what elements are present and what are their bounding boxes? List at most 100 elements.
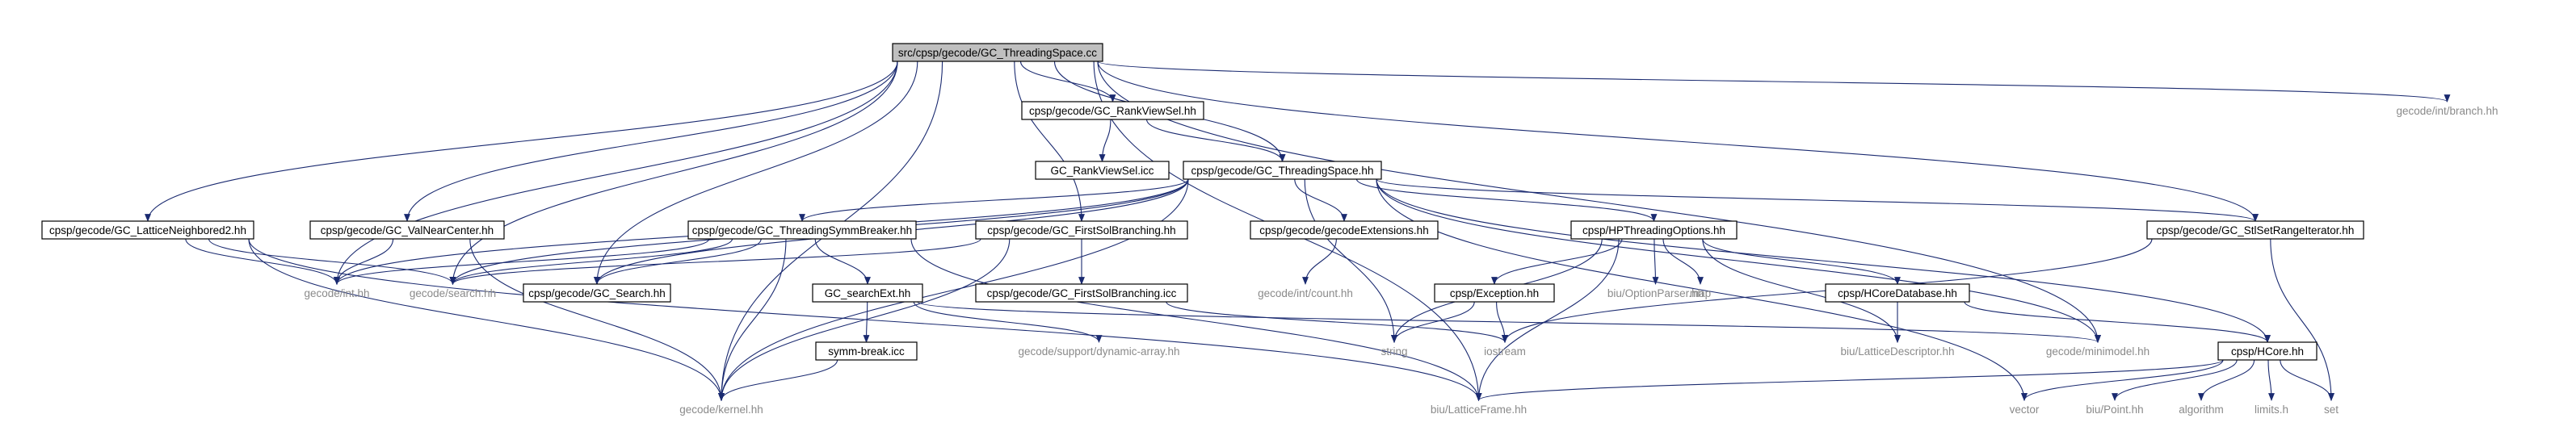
node-box bbox=[523, 283, 671, 303]
node-label: string bbox=[1380, 345, 1407, 358]
node-hpthreadingoptions[interactable]: cpsp/HPThreadingOptions.hh bbox=[1570, 220, 1738, 240]
edge-threadingspacehh-to-hcore bbox=[1376, 178, 2271, 343]
edge-symmbreakicc-to-kernel bbox=[718, 359, 838, 401]
edge-valnearcenter-to-kernel bbox=[469, 238, 725, 401]
edge-root-to-firstsolbranchinghh bbox=[1014, 61, 1085, 222]
node-box bbox=[975, 283, 1188, 303]
node-point: biu/Point.hh bbox=[2086, 404, 2143, 416]
node-threadingsymmbreaker[interactable]: cpsp/gecode/GC_ThreadingSymmBreaker.hh bbox=[687, 220, 917, 240]
node-hcoredatabase[interactable]: cpsp/HCoreDatabase.hh bbox=[1825, 283, 1970, 303]
edge-root-to-rankviewsel bbox=[1019, 61, 1116, 102]
node-box bbox=[892, 43, 1103, 62]
node-kernel: gecode/kernel.hh bbox=[679, 404, 763, 416]
node-label: cpsp/HCoreDatabase.hh bbox=[1838, 287, 1957, 299]
node-box bbox=[1035, 161, 1170, 180]
node-label: gecode/minimodel.hh bbox=[2046, 345, 2149, 358]
edge-hcore-to-limits bbox=[2267, 359, 2275, 401]
edge-searchext-to-minimodel bbox=[917, 301, 2101, 343]
node-label: vector bbox=[2010, 404, 2040, 416]
node-box bbox=[2146, 220, 2364, 240]
node-label: gecode/support/dynamic-array.hh bbox=[1018, 345, 1179, 358]
node-label: limits.h bbox=[2255, 404, 2288, 416]
node-label: gecode/kernel.hh bbox=[679, 404, 763, 416]
node-latticedescriptor: biu/LatticeDescriptor.hh bbox=[1840, 345, 1954, 358]
node-label: biu/LatticeFrame.hh bbox=[1431, 404, 1527, 416]
edge-hcore-to-point bbox=[2112, 359, 2238, 401]
node-box bbox=[1183, 161, 1382, 180]
node-symmbreakicc[interactable]: symm-break.icc bbox=[815, 341, 918, 361]
node-box bbox=[975, 220, 1188, 240]
node-label: cpsp/HCore.hh bbox=[2231, 345, 2304, 358]
edge-root-to-gecodesearch bbox=[449, 61, 898, 285]
node-label: cpsp/gecode/GC_ValNearCenter.hh bbox=[321, 224, 494, 236]
node-firstsolbranchinghh[interactable]: cpsp/gecode/GC_FirstSolBranching.hh bbox=[975, 220, 1188, 240]
node-searchext[interactable]: GC_searchExt.hh bbox=[812, 283, 923, 303]
edge-firstsolbranchinghh-to-kernel bbox=[718, 238, 1011, 401]
node-valnearcenter[interactable]: cpsp/gecode/GC_ValNearCenter.hh bbox=[309, 220, 505, 240]
node-label: iostream bbox=[1484, 345, 1526, 358]
node-label: cpsp/gecode/GC_StlSetRangeIterator.hh bbox=[2157, 224, 2355, 236]
node-box bbox=[2217, 341, 2318, 361]
edge-latticeneighbored2-to-gecodeint bbox=[185, 238, 340, 285]
edge-threadingsymmbreaker-to-gecodeint bbox=[334, 238, 710, 285]
node-gecodesearch: gecode/search.hh bbox=[410, 287, 496, 299]
edge-threadingsymmbreaker-to-latticeframe bbox=[910, 238, 1482, 401]
edge-threadingsymmbreaker-to-searchext bbox=[814, 238, 871, 285]
edge-root-to-latticeneighbored2 bbox=[145, 61, 898, 222]
edge-root-to-gecodeint bbox=[334, 61, 898, 285]
node-label: cpsp/gecode/GC_ThreadingSymmBreaker.hh bbox=[692, 224, 912, 236]
node-label: gecode/search.hh bbox=[410, 287, 496, 299]
edge-gecodeextensions-to-intcount bbox=[1302, 238, 1337, 285]
node-latticeneighbored2[interactable]: cpsp/gecode/GC_LatticeNeighbored2.hh bbox=[41, 220, 254, 240]
node-label: map bbox=[1690, 287, 1711, 299]
node-string: string bbox=[1380, 345, 1407, 358]
node-map: map bbox=[1690, 287, 1711, 299]
edge-firstsolbranchinghh-to-gecodesearch bbox=[449, 238, 981, 285]
edge-threadingsymmbreaker-to-kernel bbox=[718, 238, 787, 401]
node-label: cpsp/HPThreadingOptions.hh bbox=[1582, 224, 1725, 236]
node-label: symm-break.icc bbox=[828, 345, 905, 358]
node-optionparser: biu/OptionParser.hh bbox=[1607, 287, 1704, 299]
node-label: gecode/int/branch.hh bbox=[2396, 105, 2498, 117]
edge-threadingsymmbreaker-to-gecodesearch bbox=[449, 238, 733, 285]
edge-hpthreadingoptions-to-optionparser bbox=[1652, 238, 1659, 285]
edge-hcore-to-vector bbox=[2021, 359, 2224, 401]
node-gcsearch[interactable]: cpsp/gecode/GC_Search.hh bbox=[523, 283, 671, 303]
node-label: cpsp/gecode/GC_ThreadingSpace.hh bbox=[1191, 165, 1374, 177]
node-rankviewsel[interactable]: cpsp/gecode/GC_RankViewSel.hh bbox=[1021, 101, 1204, 120]
node-minimodel: gecode/minimodel.hh bbox=[2046, 345, 2149, 358]
node-box bbox=[1434, 283, 1555, 303]
node-set: set bbox=[2324, 404, 2339, 416]
edge-hpthreadingoptions-to-latticedescriptor bbox=[1702, 238, 1901, 343]
node-box bbox=[812, 283, 923, 303]
edge-rankviewsel-to-rankviewselicc bbox=[1099, 119, 1112, 162]
edge-stlsetrangeiterator-to-set bbox=[2270, 238, 2334, 401]
node-gecodeextensions[interactable]: cpsp/gecode/gecodeExtensions.hh bbox=[1250, 220, 1439, 240]
node-label: gecode/int.hh bbox=[304, 287, 369, 299]
node-box bbox=[1570, 220, 1738, 240]
node-label: src/cpsp/gecode/GC_ThreadingSpace.cc bbox=[898, 47, 1097, 59]
node-label: GC_searchExt.hh bbox=[825, 287, 911, 299]
edge-hcoredatabase-to-hcore bbox=[1964, 301, 2271, 343]
node-branch: gecode/int/branch.hh bbox=[2396, 105, 2498, 117]
node-box bbox=[1250, 220, 1439, 240]
node-dynamicarray: gecode/support/dynamic-array.hh bbox=[1018, 345, 1179, 358]
node-hcore[interactable]: cpsp/HCore.hh bbox=[2217, 341, 2318, 361]
node-label: algorithm bbox=[2179, 404, 2224, 416]
edge-rankviewsel-to-threadingspacehh bbox=[1145, 119, 1286, 162]
dependency-nodes: src/cpsp/gecode/GC_ThreadingSpace.ccgeco… bbox=[41, 43, 2498, 416]
edge-latticeneighbored2-to-latticeframe bbox=[248, 238, 1482, 401]
node-root: src/cpsp/gecode/GC_ThreadingSpace.cc bbox=[892, 43, 1103, 62]
edge-threadingspacehh-to-gecodeextensions bbox=[1294, 178, 1347, 222]
edge-latticeneighbored2-to-kernel bbox=[248, 238, 725, 401]
node-vector: vector bbox=[2010, 404, 2040, 416]
node-rankviewselicc[interactable]: GC_RankViewSel.icc bbox=[1035, 161, 1170, 180]
node-stlsetrangeiterator[interactable]: cpsp/gecode/GC_StlSetRangeIterator.hh bbox=[2146, 220, 2364, 240]
edge-latticeneighbored2-to-gecodesearch bbox=[208, 238, 456, 285]
node-exception[interactable]: cpsp/Exception.hh bbox=[1434, 283, 1555, 303]
node-threadingspacehh[interactable]: cpsp/gecode/GC_ThreadingSpace.hh bbox=[1183, 161, 1382, 180]
edge-searchext-to-dynamicarray bbox=[913, 301, 1103, 343]
node-firstsolbranchingicc[interactable]: cpsp/gecode/GC_FirstSolBranching.icc bbox=[975, 283, 1188, 303]
edge-firstsolbranchingicc-to-iostream bbox=[1166, 301, 1508, 343]
